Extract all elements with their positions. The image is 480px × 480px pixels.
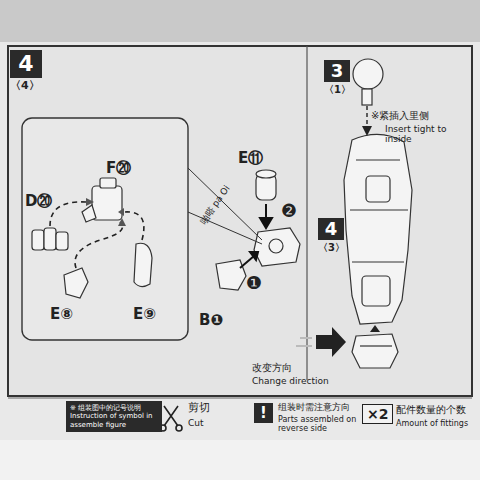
step-number: 4 [10,50,42,78]
part-label: E⑨ [133,306,156,323]
part-label: Amount of fittings [396,419,468,428]
part-label: ※紧插入里侧 [371,110,429,122]
step-number: 3 [324,60,350,82]
quantity-symbol: ×2 [367,406,388,422]
part-label: E⑧ [50,306,73,323]
part-label: ❷ [281,201,297,222]
part-label: Change direction [252,376,329,386]
symbol-legend-title: Instruction of symbol in assemble figure [70,412,158,429]
instruction-box: ※ 组装图中的记号说明Instruction of symbol in asse… [66,401,162,432]
instruction-box: 3〈1〉 [324,60,351,95]
part-label: 改变方向 [252,362,292,374]
step-sub-number: 〈4〉 [10,80,42,92]
part-label: ❶ [246,273,262,294]
instruction-box: 4〈4〉 [10,50,42,92]
part-label: E⑪ [238,150,263,167]
part-label: B❶ [199,312,223,329]
step-sub-number: 〈3〉 [318,242,345,253]
step-number: 4 [318,218,344,240]
caution-symbol: ! [260,404,267,422]
instruction-box: ×2 [362,404,393,424]
part-label: Insert tight to inside [385,124,465,145]
step-sub-number: 〈1〉 [324,84,351,95]
part-label: 配件数量的个数 [396,404,466,416]
part-label: Cut [188,418,204,428]
part-label: F⑳ [106,160,131,177]
part-label: Parts assembled on reverse side [278,415,360,433]
instruction-box: ! [254,403,273,423]
symbol-legend-title: ※ 组装图中的记号说明 [70,404,158,412]
part-label: 剪切 [188,402,210,415]
part-label: D⑳ [25,193,52,210]
instruction-box: 4〈3〉 [318,218,345,253]
part-label: 组装时需注意方向 [278,402,350,412]
